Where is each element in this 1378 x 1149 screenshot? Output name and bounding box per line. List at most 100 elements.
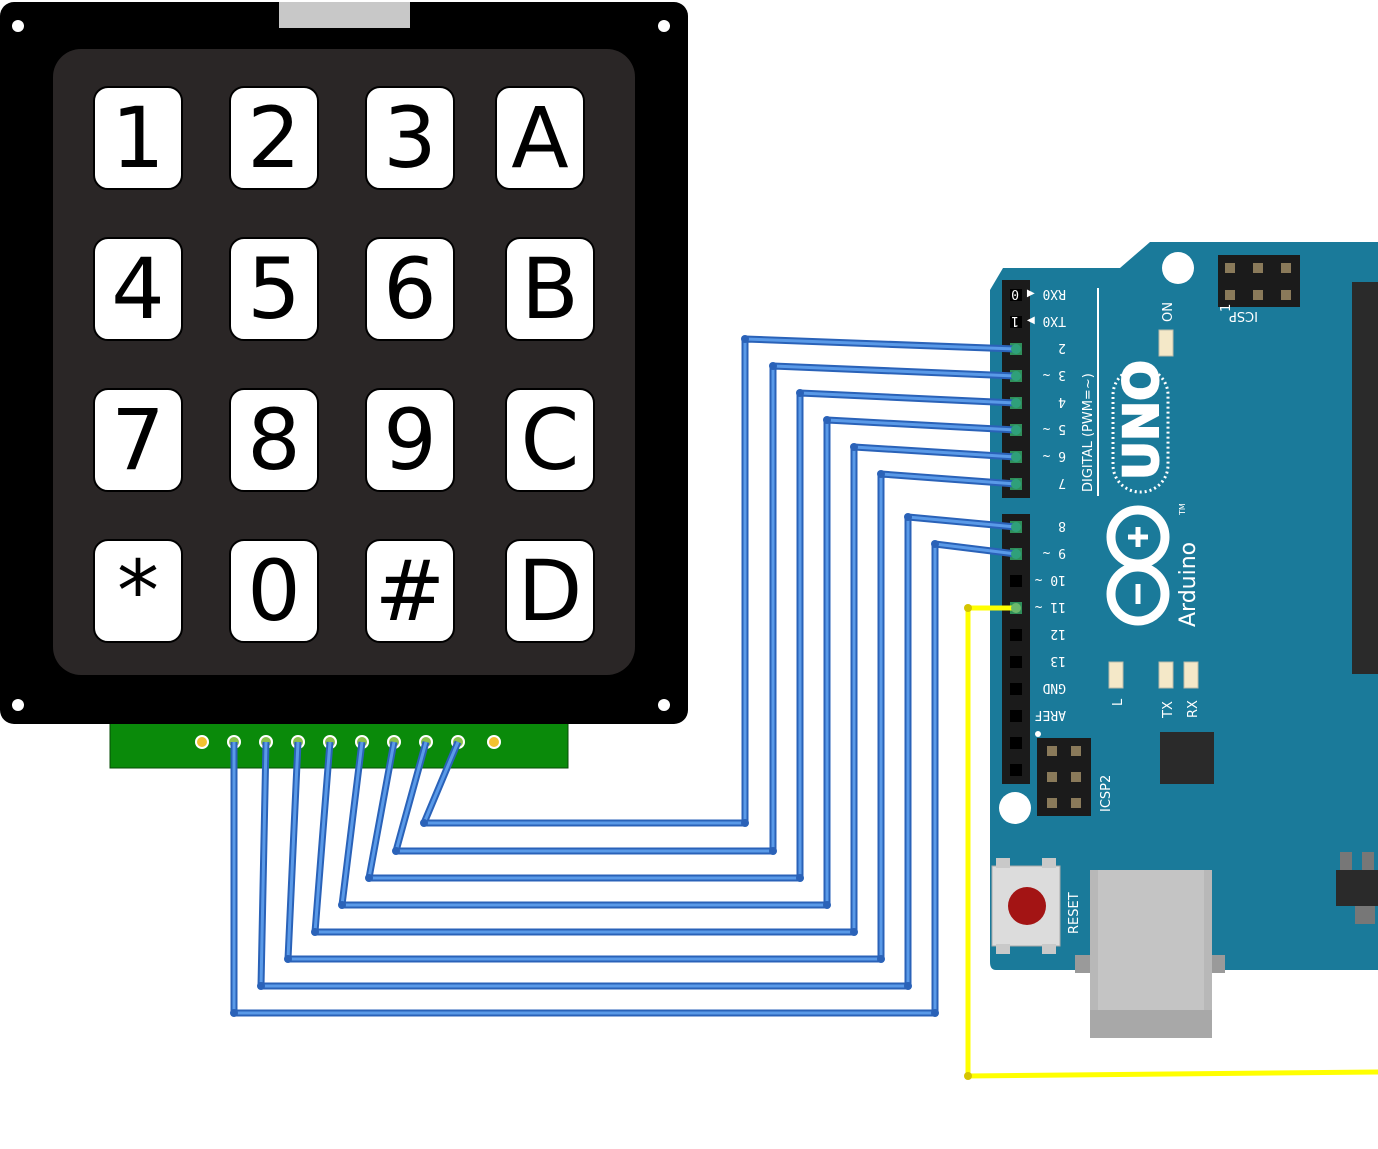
header-pin[interactable] [1010, 656, 1022, 668]
on-label: ON [1161, 302, 1176, 322]
key-d[interactable]: D [505, 539, 595, 643]
yellow-wire[interactable] [964, 603, 1378, 1080]
key-label: # [375, 542, 445, 640]
arduino-infinity-logo-icon [1106, 505, 1170, 626]
usb-port-bottom [1090, 1010, 1212, 1038]
reset-button-lug [1042, 944, 1056, 954]
header-pin[interactable] [1010, 575, 1022, 587]
keypad-connector-pin [487, 735, 501, 749]
icsp2-pin [1071, 772, 1081, 782]
key-label: C [521, 391, 580, 489]
blue-wire[interactable] [257, 513, 1021, 990]
mount-hole-icon [999, 792, 1031, 824]
regulator-tab [1355, 906, 1375, 924]
key-label: 9 [383, 391, 436, 489]
pin-label: GND [1042, 680, 1066, 695]
key-star[interactable]: * [93, 539, 183, 643]
header-pin[interactable] [1010, 710, 1022, 722]
key-label: * [117, 542, 159, 640]
blue-wire[interactable] [420, 335, 1021, 827]
icsp-pin [1225, 290, 1235, 300]
l-led [1108, 661, 1124, 689]
icsp-pin [1281, 290, 1291, 300]
header-pin[interactable] [1010, 683, 1022, 695]
key-label: 1 [111, 89, 164, 187]
on-led [1158, 329, 1174, 357]
key-a[interactable]: A [495, 86, 585, 190]
key-b[interactable]: B [505, 237, 595, 341]
pin-label: 11 ~ [1035, 599, 1066, 614]
key-3[interactable]: 3 [365, 86, 455, 190]
key-4[interactable]: 4 [93, 237, 183, 341]
usb-port-body [1098, 870, 1204, 1010]
key-c[interactable]: C [505, 388, 595, 492]
key-6[interactable]: 6 [365, 237, 455, 341]
header-pin[interactable] [1010, 316, 1022, 328]
key-label: 0 [247, 542, 300, 640]
tx-led [1158, 661, 1174, 689]
uno-logo-frame [1111, 366, 1170, 494]
blue-wire[interactable] [311, 443, 1021, 936]
keypad-face [53, 49, 635, 675]
icsp2-label: ICSP2 [1099, 775, 1114, 812]
key-label: 7 [111, 391, 164, 489]
key-9[interactable]: 9 [365, 388, 455, 492]
reset-button-lug [996, 858, 1010, 868]
rx-led [1183, 661, 1199, 689]
pin-label: 6 ~ [1042, 448, 1066, 463]
key-2[interactable]: 2 [229, 86, 319, 190]
key-hash[interactable]: # [365, 539, 455, 643]
pin-label: 4 [1058, 394, 1066, 409]
regulator-tab [1362, 852, 1374, 870]
icsp-pin [1281, 263, 1291, 273]
blue-wire[interactable] [284, 470, 1021, 963]
icsp2-pin [1047, 772, 1057, 782]
pin-label: 10 ~ [1035, 572, 1066, 587]
key-7[interactable]: 7 [93, 388, 183, 492]
blue-wire[interactable] [230, 540, 1021, 1017]
pin-label: 2 [1058, 340, 1066, 355]
key-label: 3 [383, 89, 436, 187]
pin-label: 8 [1058, 518, 1066, 533]
reset-label: RESET [1067, 892, 1082, 934]
header-pin[interactable] [1010, 737, 1022, 749]
key-label: D [518, 542, 583, 640]
uno-logo: UNO [1114, 360, 1170, 480]
key-1[interactable]: 1 [93, 86, 183, 190]
wires [230, 335, 1021, 1017]
icsp2-pin [1047, 746, 1057, 756]
pin-label: 12 [1050, 626, 1066, 641]
atmega-chip [1352, 282, 1378, 674]
key-label: 4 [111, 240, 164, 338]
blue-wire[interactable] [392, 362, 1021, 855]
pin-label: TX0 ▶ 1 [1011, 313, 1066, 328]
key-label: 2 [247, 89, 300, 187]
header-pin[interactable] [1010, 764, 1022, 776]
blue-wire[interactable] [338, 416, 1021, 909]
key-0[interactable]: 0 [229, 539, 319, 643]
pin-label: 3 ~ [1042, 367, 1066, 382]
key-label: A [511, 89, 568, 187]
blue-wire[interactable] [365, 389, 1021, 882]
pin-label: RX0 ◀ 0 [1011, 286, 1066, 301]
icsp2-pin [1071, 746, 1081, 756]
header-pin[interactable] [1010, 289, 1022, 301]
tx-label: TX [1161, 701, 1176, 719]
reset-button-lug [1042, 858, 1056, 868]
pin-label: 9 ~ [1042, 545, 1066, 560]
reset-button[interactable] [1008, 887, 1046, 925]
icsp-pin [1253, 263, 1263, 273]
pin-label: 13 [1050, 653, 1066, 668]
l-label: L [1111, 698, 1126, 706]
mount-hole-icon [12, 20, 24, 32]
digital-header-upper [1002, 280, 1030, 498]
digital-label: DIGITAL (PWM=~) [1081, 373, 1096, 492]
key-8[interactable]: 8 [229, 388, 319, 492]
arduino-brand: Arduino [1176, 542, 1201, 627]
header-pin[interactable] [1010, 629, 1022, 641]
key-5[interactable]: 5 [229, 237, 319, 341]
icsp2-header [1037, 738, 1091, 816]
regulator [1336, 870, 1378, 906]
pin-label: 5 ~ [1042, 421, 1066, 436]
